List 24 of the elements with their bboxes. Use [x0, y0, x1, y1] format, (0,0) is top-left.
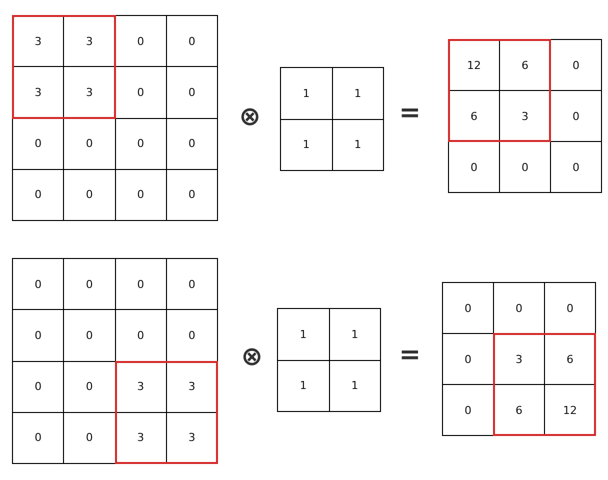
matrix-cell: 1: [277, 360, 330, 412]
matrix-cell: 1: [277, 308, 330, 360]
matrix-cell: 0: [442, 282, 494, 334]
equals-sign: =: [399, 100, 421, 126]
matrix-cell: 1: [280, 118, 332, 171]
matrix-cell: 1: [332, 118, 384, 171]
matrix-cell: 1: [332, 67, 384, 120]
matrix-cell: 0: [166, 15, 218, 68]
matrix-cell: 0: [544, 282, 596, 334]
matrix-cell: 0: [550, 141, 602, 193]
matrix-cell: 0: [166, 258, 218, 310]
matrix-cell: 1: [328, 308, 381, 360]
convolution-operator: ⊗: [241, 344, 263, 370]
matrix-cell: 0: [166, 168, 218, 221]
matrix-cell: 0: [550, 39, 602, 91]
matrix-cell: 1: [280, 67, 332, 120]
matrix-cell: 0: [12, 258, 64, 310]
matrix-cell: 1: [328, 360, 381, 412]
matrix-cell: 0: [448, 141, 500, 193]
matrix-cell: 0: [12, 412, 64, 464]
matrix-cell: 0: [442, 384, 494, 436]
convolution-operator: ⊗: [239, 104, 261, 130]
matrix-cell: 0: [12, 168, 64, 221]
equals-sign: =: [399, 342, 421, 368]
